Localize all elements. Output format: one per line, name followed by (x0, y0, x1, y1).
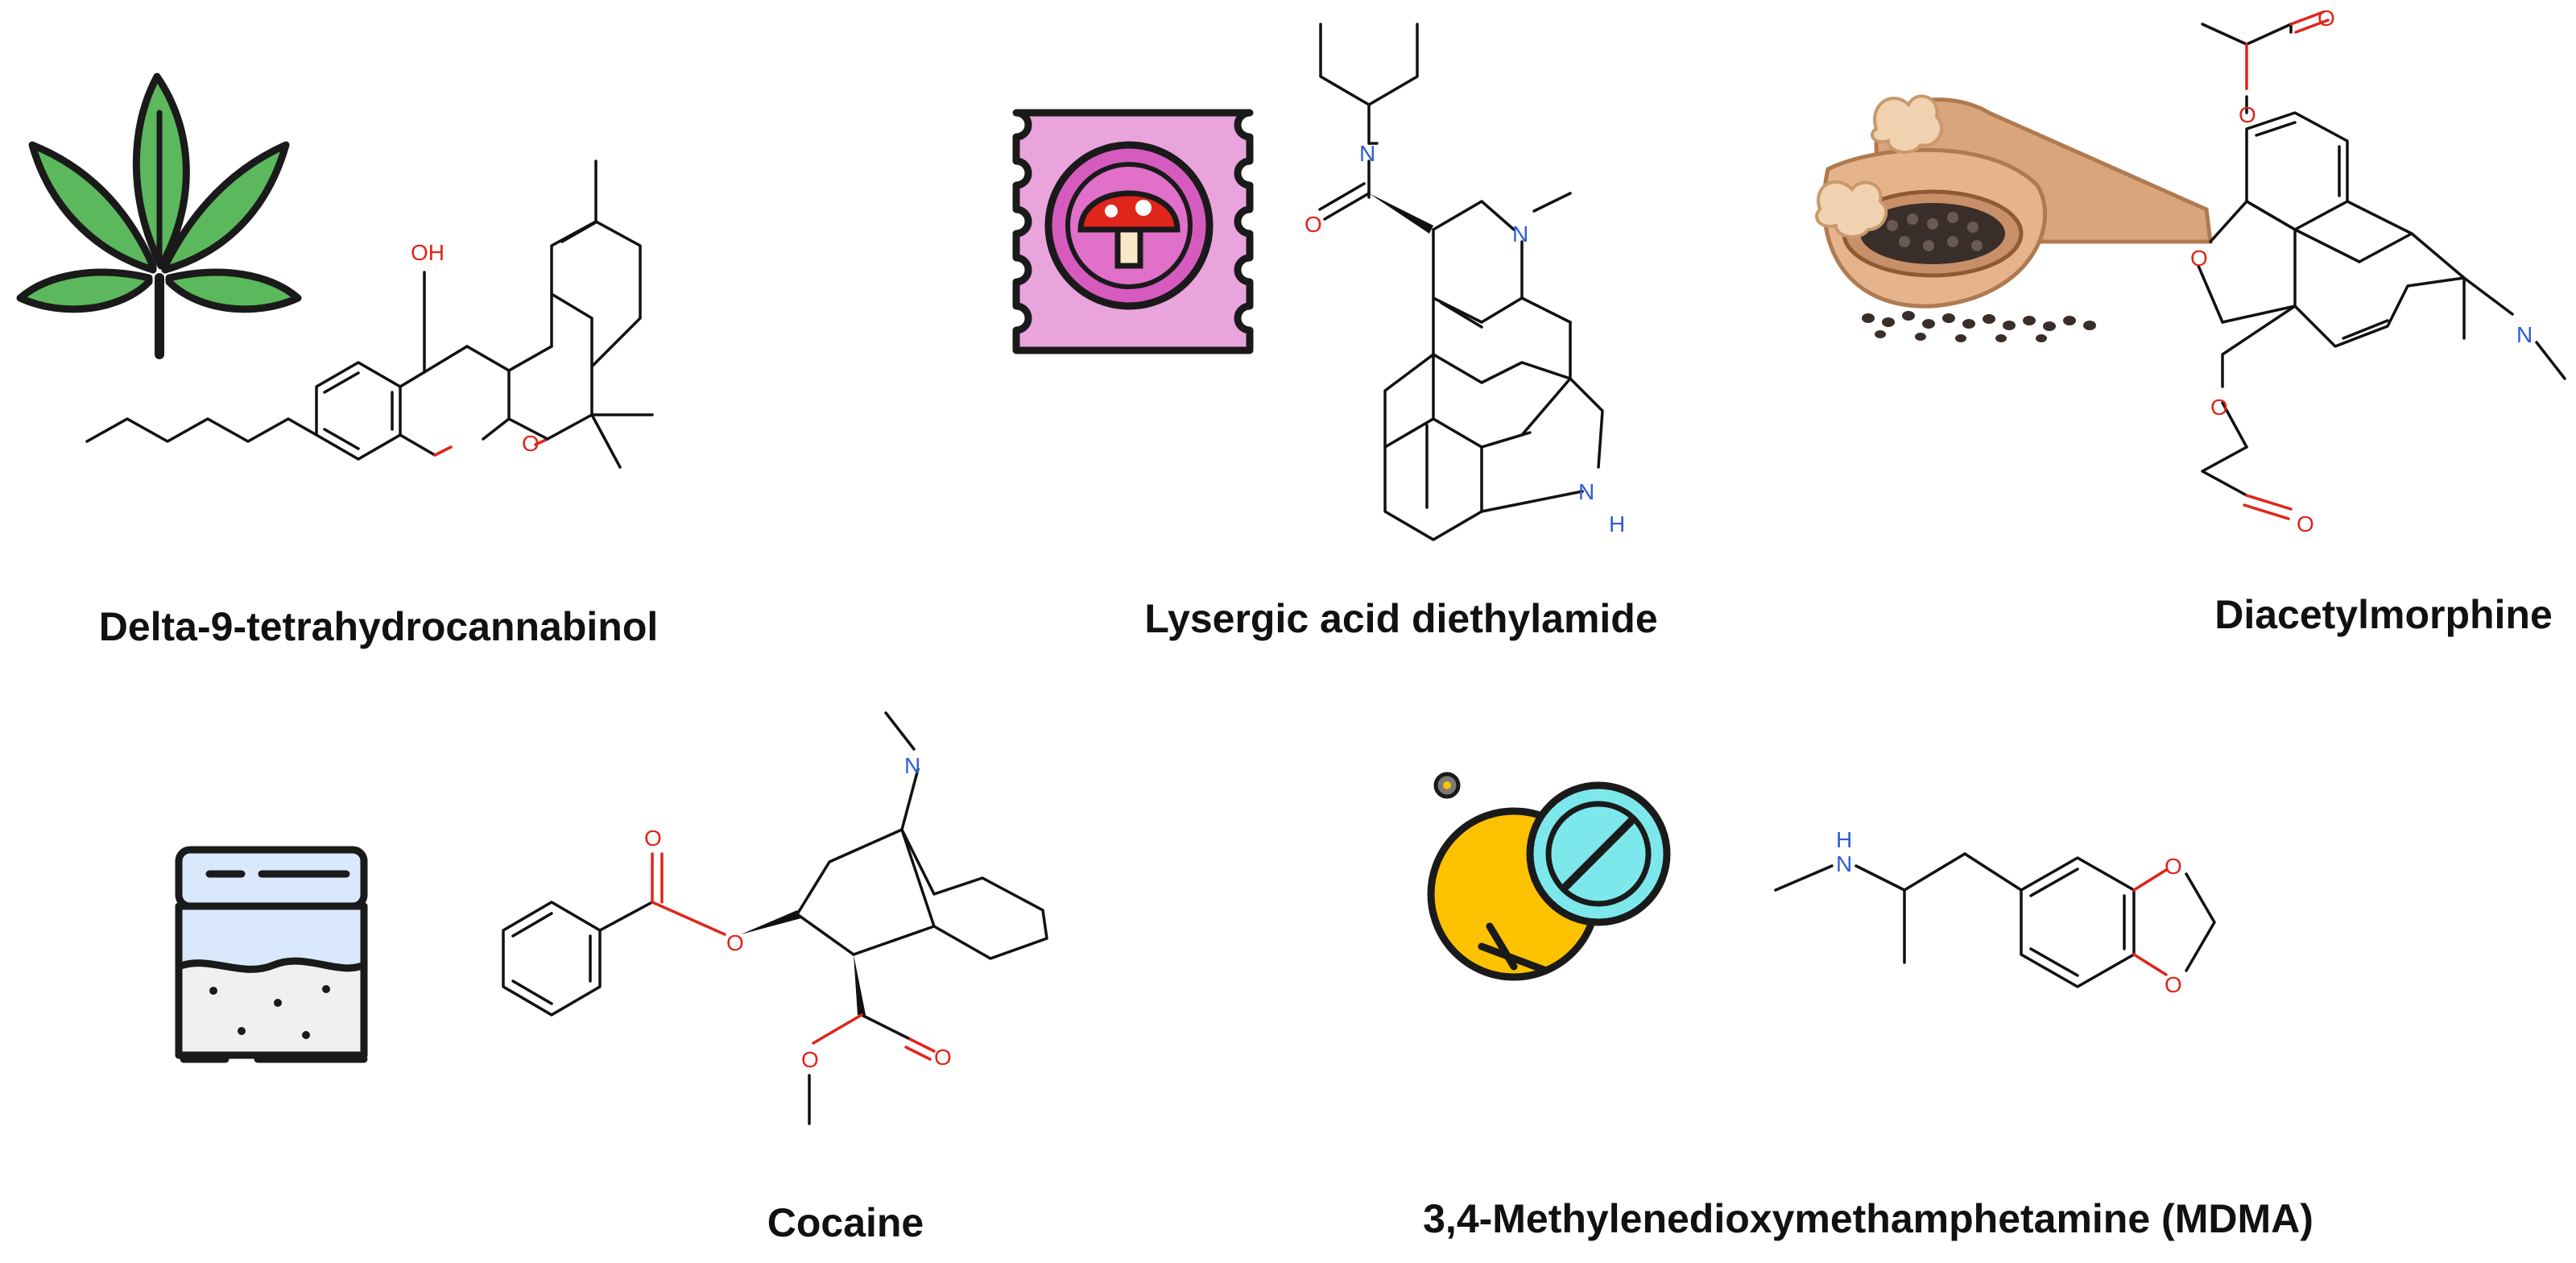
thc-oxygen-label: O (522, 431, 540, 456)
lsd-structure (1318, 23, 1604, 541)
thc-structure (85, 159, 654, 469)
blotter-stamp-icon (1012, 109, 1254, 354)
cannabis-leaf-icon (16, 72, 302, 359)
powder-bag-icon (175, 846, 368, 1063)
cocaine-oxygen-4-label: O (801, 1047, 819, 1072)
cocaine-name-label: Cocaine (767, 1200, 924, 1245)
mdma-amine-h-label: H (1836, 827, 1852, 852)
lsd-ring-n-label: N (1512, 222, 1528, 246)
cocaine-structure (502, 711, 1048, 1125)
mdma-structure (1774, 852, 2216, 988)
lsd-indole-h-label: H (1609, 511, 1625, 536)
thc-oh-label: OH (411, 240, 444, 265)
cocaine-oxygen-3-label: O (934, 1045, 952, 1070)
poppy-pod-icon (1815, 94, 2213, 342)
heroin-oxygen-3-label: O (2190, 246, 2208, 271)
heroin-oxygen-5-label: O (2297, 511, 2314, 536)
cocaine-oxygen-2-label: O (726, 930, 744, 955)
mdma-oxygen-1-label: O (2165, 854, 2182, 879)
lsd-name-label: Lysergic acid diethylamide (1144, 596, 1657, 641)
heroin-oxygen-1-label: O (2318, 6, 2335, 31)
thc-name-label: Delta-9-tetrahydrocannabinol (99, 604, 659, 649)
cocaine-oxygen-1-label: O (644, 826, 662, 851)
lsd-amide-n-label: N (1359, 141, 1375, 166)
lsd-indole-n-label: N (1578, 479, 1594, 504)
cocaine-nitrogen-label: N (904, 753, 920, 778)
mdma-oxygen-2-label: O (2165, 972, 2182, 997)
heroin-oxygen-2-label: O (2239, 102, 2256, 127)
mdma-name-label: 3,4-Methylenedioxymethamphetamine (MDMA) (1423, 1196, 2313, 1241)
pill-tablet-icon (1427, 772, 1671, 981)
diacetylmorphine-structure (2197, 10, 2566, 520)
heroin-name-label: Diacetylmorphine (2214, 592, 2553, 637)
mdma-amine-n-label: N (1836, 851, 1852, 876)
heroin-oxygen-4-label: O (2210, 395, 2228, 420)
lsd-carbonyl-o-label: O (1305, 212, 1322, 237)
heroin-nitrogen-label: N (2516, 322, 2533, 347)
